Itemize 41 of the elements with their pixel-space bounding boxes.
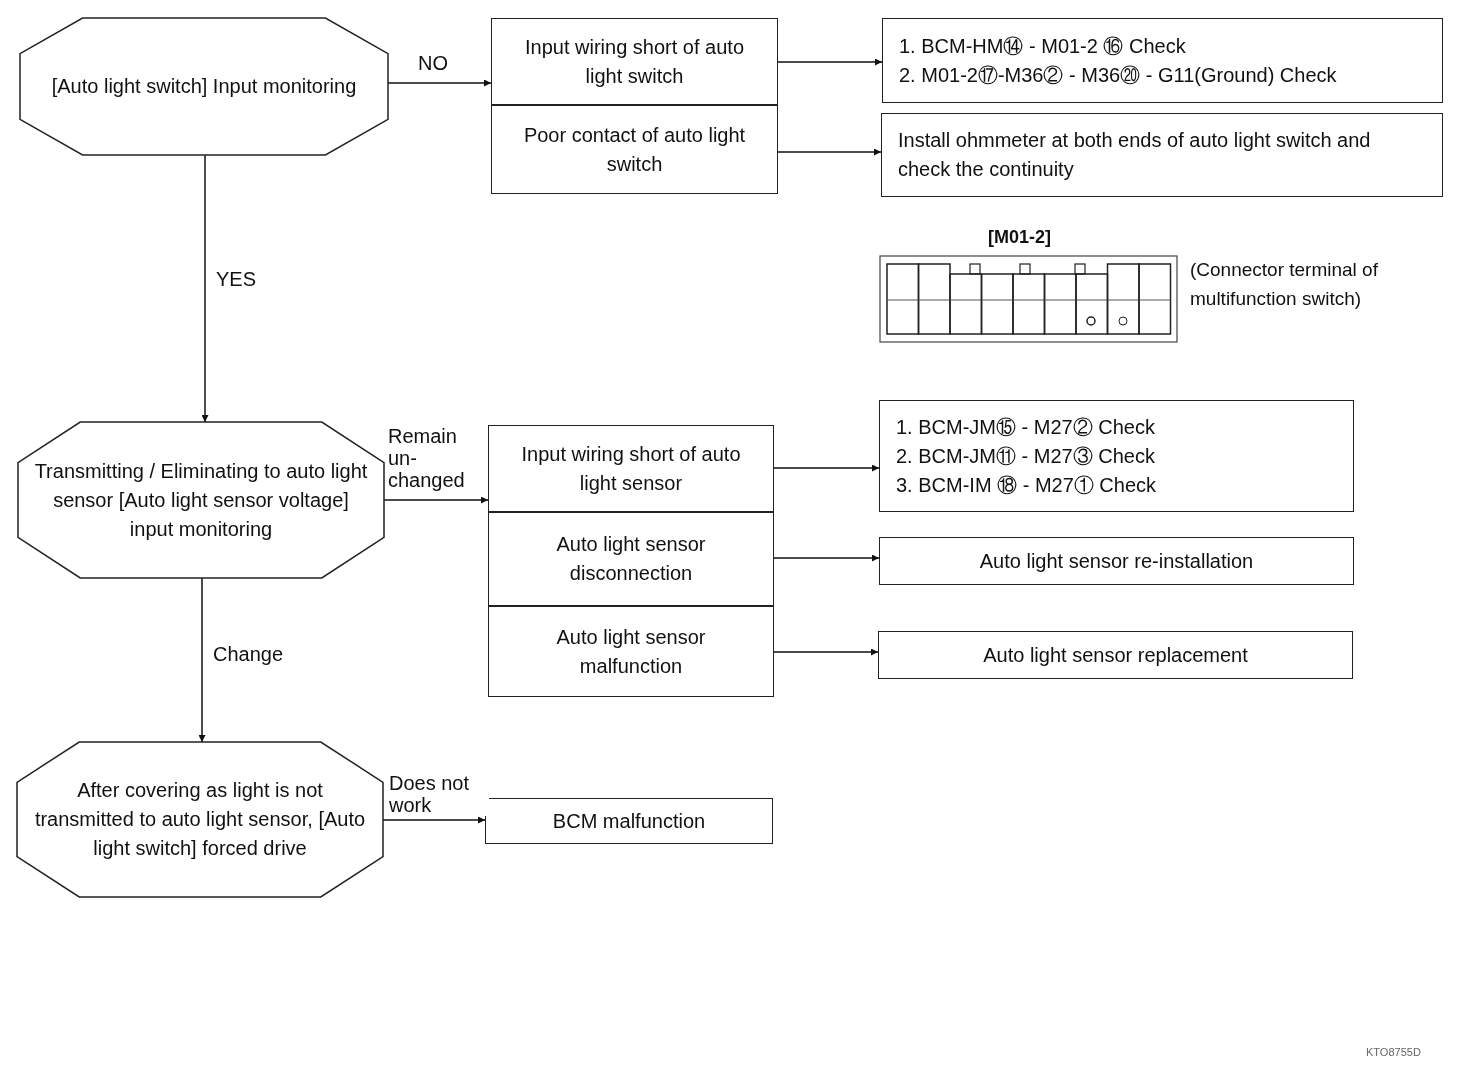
process-box — [485, 798, 773, 844]
arrow — [773, 554, 880, 562]
node-text: 1. BCM-HM⑭ - M01-2 ⑯ Check — [899, 33, 1186, 59]
node-text: [Auto light switch] Input monitoring — [51, 74, 357, 99]
node-text: Install ohmmeter at both ends of auto light switch and check the continuity — [898, 128, 1372, 182]
decision-octagon — [18, 422, 384, 578]
node-text: 2. BCM-JM⑪ - M27③ Check — [896, 443, 1155, 469]
process-box — [879, 400, 1354, 512]
process-box — [491, 18, 778, 105]
node-text: Poor contact of auto light switch — [522, 122, 747, 177]
node-text: Transmitting / Eliminating to auto light sensor [Auto light sensor voltage] input monitoring — [33, 458, 369, 542]
node-text: 3. BCM-IM ⑱ - M27① Check — [896, 472, 1157, 498]
connector-label: [M01-2] — [988, 226, 1051, 249]
arrow — [198, 577, 206, 743]
node-text: Input wiring short of auto light sensor — [520, 441, 742, 496]
process-box — [882, 18, 1443, 103]
process-box — [879, 537, 1354, 585]
figure-code: KTO8755D — [1366, 1045, 1421, 1060]
connector-caption: (Connector terminal of multifunction switch) — [1190, 258, 1379, 311]
process-box — [878, 631, 1353, 679]
node-text: 2. M01-2⑰-M36② - M36⑳ - G11(Ground) Check — [899, 62, 1337, 88]
process-box — [881, 113, 1443, 197]
node-text: Auto light sensor disconnection — [555, 532, 707, 586]
node-text: Auto light sensor replacement — [983, 642, 1248, 668]
process-box — [488, 512, 774, 606]
arrow — [777, 58, 883, 66]
process-box — [488, 606, 774, 697]
process-box — [491, 105, 778, 194]
process-box — [488, 425, 774, 512]
arrow — [777, 148, 882, 156]
decision-octagon — [20, 18, 388, 155]
node-text: 1. BCM-JM⑮ - M27② Check — [896, 414, 1155, 440]
node-text: Auto light sensor re-installation — [979, 548, 1254, 574]
arrow — [773, 464, 880, 472]
node-text: BCM malfunction — [552, 808, 706, 834]
arrow — [201, 154, 209, 423]
node-text: Auto light sensor malfunction — [555, 624, 707, 679]
node-text: After covering as light is not transmitted to auto light sensor, [Auto light switch] forced drive — [33, 778, 367, 861]
decision-octagon — [17, 742, 383, 897]
node-text: Input wiring short of auto light switch — [524, 34, 745, 89]
arrow — [773, 648, 879, 656]
